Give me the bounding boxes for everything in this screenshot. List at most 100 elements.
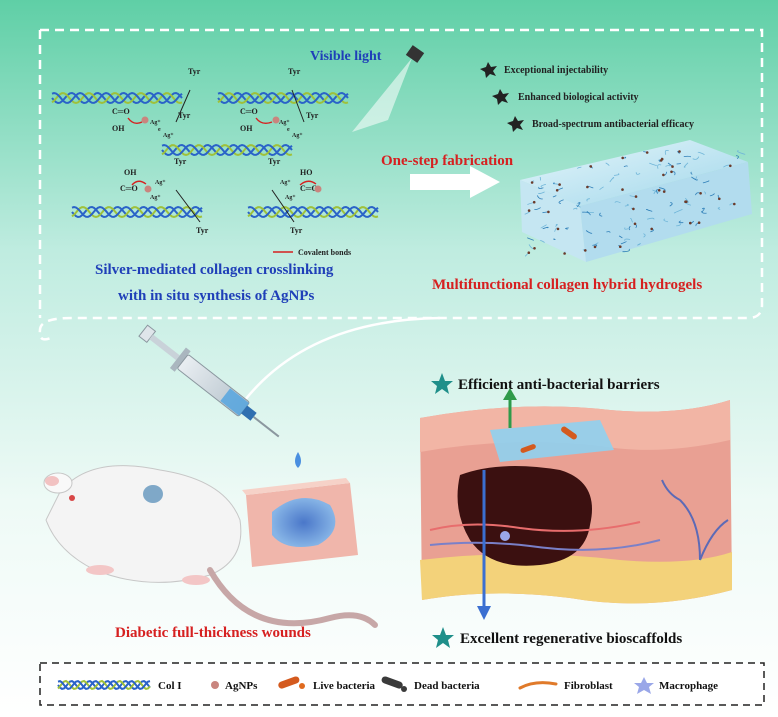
- legend-label: Macrophage: [659, 680, 718, 692]
- ag-label: Ag⁺: [150, 119, 161, 126]
- diabetic-wounds-label: Diabetic full-thickness wounds: [115, 625, 311, 641]
- ag-label: Ag⁺: [150, 194, 161, 201]
- feature-item: Broad-spectrum antibacterial efficacy: [507, 116, 694, 132]
- hydrogel-caption: Multifunctional collagen hybrid hydrogel…: [432, 277, 702, 293]
- collagen-helix-icon: [57, 679, 151, 690]
- covalent-bond-line: [299, 180, 317, 186]
- hydrogel-texture: [524, 149, 746, 257]
- tyr-label: Tyr: [174, 157, 187, 166]
- tyr-label: Tyr: [178, 111, 191, 120]
- crosslinking-caption-line1: Silver-mediated collagen crosslinking: [95, 262, 334, 278]
- ag-label: Ag⁺: [292, 132, 303, 139]
- covalent-bond-line: [127, 117, 143, 125]
- tyr-link: [175, 189, 201, 223]
- covalent-bond-line: [255, 117, 273, 125]
- tyr-label: Tyr: [188, 67, 201, 76]
- legend: Col I AgNPs Live bacteria Dead bacteria …: [57, 676, 718, 694]
- ag-label: Ag⁺: [163, 132, 174, 139]
- covalent-bond-legend-label: Covalent bonds: [298, 248, 351, 257]
- starburst-icon: [480, 62, 497, 78]
- agnp-dot: [314, 185, 322, 193]
- tyr-label: Tyr: [268, 157, 281, 166]
- one-step-fabrication-label: One-step fabrication: [381, 153, 514, 169]
- collagen-helix: [217, 91, 349, 105]
- oh-label: OH: [240, 124, 253, 133]
- tyr-link: [175, 89, 191, 123]
- tyr-label: Tyr: [196, 226, 209, 235]
- fibroblast-icon: [518, 681, 558, 690]
- ag-label: Ag⁺: [280, 179, 291, 186]
- legend-label: Dead bacteria: [414, 680, 480, 692]
- tyr-link: [291, 89, 305, 123]
- ag-label: Ag⁺: [279, 119, 290, 126]
- collagen-helix: [51, 91, 183, 105]
- collagen-helix-icon-strand: [57, 679, 151, 690]
- mouse-illustration: [43, 465, 378, 628]
- legend-label: Live bacteria: [313, 680, 376, 692]
- wound-hydrogel: [272, 497, 336, 548]
- syringe: [138, 324, 280, 438]
- ag-label: Ag⁺: [285, 194, 296, 201]
- tyr-label: Tyr: [288, 67, 301, 76]
- tyr-link: [271, 189, 295, 223]
- macrophage-icon: [500, 531, 510, 541]
- electron-label: e: [158, 127, 161, 133]
- light-source: [352, 45, 425, 132]
- co-label: C═O: [240, 107, 258, 116]
- feature-list: Exceptional injectability Enhanced biolo…: [480, 62, 694, 132]
- collagen-helix: [247, 205, 379, 219]
- feature-label: Exceptional injectability: [504, 65, 608, 76]
- collagen-helix: [161, 143, 293, 157]
- agnp-dot: [272, 116, 280, 124]
- bacteria-icon: [561, 426, 577, 440]
- legend-label: Fibroblast: [564, 680, 613, 692]
- star-icon: [431, 373, 453, 394]
- down-arrow-head: [477, 606, 491, 620]
- legend-label: AgNPs: [225, 680, 258, 692]
- electron-label: e: [287, 127, 290, 133]
- skin-cross-section: [420, 400, 732, 604]
- feature-label: Enhanced biological activity: [518, 92, 639, 103]
- live-bacteria-icon: [278, 676, 305, 689]
- legend-label: Col I: [158, 680, 182, 692]
- agnp-dot-icon: [211, 681, 219, 689]
- feature-item: Exceptional injectability: [480, 62, 608, 78]
- dead-bacteria-icon: [381, 676, 407, 692]
- covalent-bond-line: [131, 180, 147, 186]
- co-label: C═O: [300, 184, 318, 193]
- wound-skin-block: [242, 478, 358, 567]
- co-label: C═O: [112, 107, 130, 116]
- star-icon: [432, 627, 454, 648]
- hydrogel-droplet: [295, 452, 301, 468]
- oh-label: OH: [124, 168, 137, 177]
- scaffold-label: Excellent regenerative bioscaffolds: [460, 631, 682, 647]
- co-label: C═O: [120, 184, 138, 193]
- ag-label: Ag⁺: [155, 179, 166, 186]
- barrier-label: Efficient anti-bacterial barriers: [458, 377, 660, 393]
- visible-light-label: Visible light: [310, 49, 382, 64]
- blood-vessel: [429, 521, 641, 532]
- ho-label: HO: [300, 168, 312, 177]
- starburst-icon: [507, 116, 524, 132]
- blood-vessel: [661, 479, 729, 561]
- fabrication-arrow: [410, 166, 500, 198]
- starburst-icon: [492, 89, 509, 105]
- oh-label: OH: [112, 124, 125, 133]
- wound-bed: [457, 466, 592, 566]
- collagen-helix-group: [51, 91, 379, 219]
- connector-curve: [234, 316, 441, 413]
- collagen-helix: [71, 205, 203, 219]
- tyr-label: Tyr: [290, 226, 303, 235]
- bacteria-icon: [520, 444, 536, 453]
- crosslinking-caption-line2: with in situ synthesis of AgNPs: [118, 288, 314, 304]
- up-arrow-head: [503, 388, 517, 400]
- carboxyl-labels: C═O OH C═O OH OH C═O HO C═O: [112, 107, 318, 193]
- silver-ion-labels: Ag⁺ Ag⁺ Ag⁺ Ag⁺ Ag⁺ Ag⁺ Ag⁺ Ag⁺ e e: [127, 89, 322, 223]
- agnp-dot: [144, 185, 152, 193]
- agnp-dot: [141, 116, 149, 124]
- blood-vessel: [429, 539, 661, 551]
- tyr-label: Tyr: [306, 111, 319, 120]
- feature-label: Broad-spectrum antibacterial efficacy: [532, 119, 694, 130]
